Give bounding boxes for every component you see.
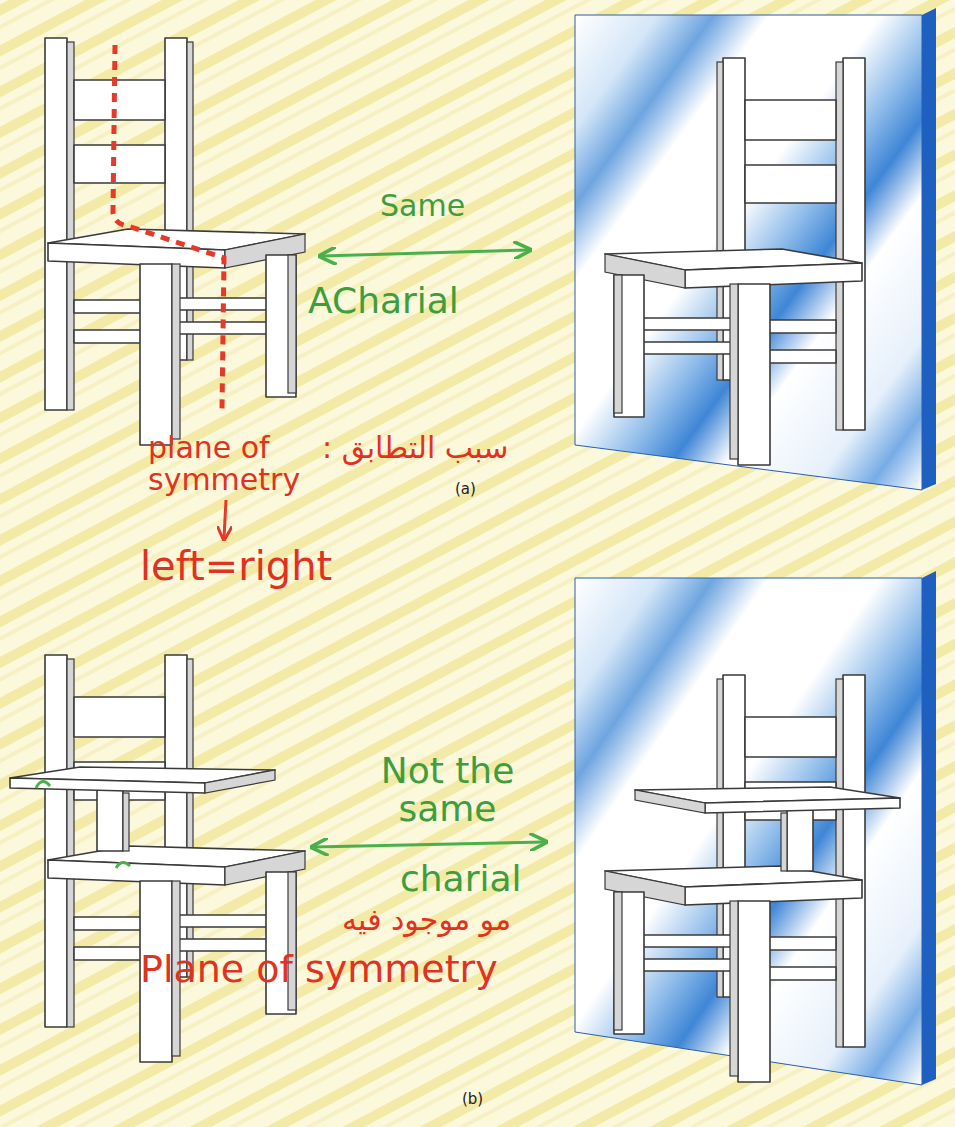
double-arrow — [322, 250, 528, 256]
mirror-chair-a — [605, 58, 865, 465]
mirror-chair-b — [605, 675, 900, 1082]
mirror-a — [575, 8, 936, 490]
symmetry-plane — [113, 45, 224, 410]
tick-mark — [36, 781, 50, 788]
green-note: ACharial — [308, 282, 459, 320]
mirror-b — [575, 571, 936, 1085]
red-note: Plane of symmetry — [140, 950, 498, 990]
red-note: plane of symmetry — [148, 432, 323, 495]
red-note: سبب التطابق : — [322, 432, 508, 464]
red-note: left=right — [140, 545, 332, 587]
red-note: مو موجود فيه — [342, 904, 511, 936]
tick-mark — [116, 862, 130, 868]
green-note: Not the same — [360, 752, 535, 828]
panel-label: (a) — [455, 482, 476, 498]
green-note: Same — [380, 190, 465, 222]
down-arrow — [224, 500, 226, 538]
green-note: charial — [400, 860, 522, 898]
panel-label: (b) — [462, 1092, 483, 1108]
chair-a — [45, 38, 305, 445]
chair-b — [10, 655, 305, 1062]
double-arrow — [314, 842, 544, 847]
